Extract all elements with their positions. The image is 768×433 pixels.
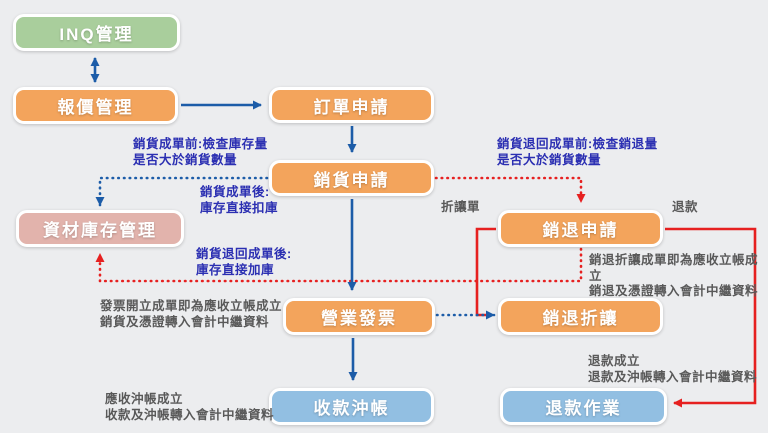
node-sales-application: 銷貨申請: [269, 160, 434, 196]
arrow-sales-to-inventory-dotted: [95, 176, 269, 207]
node-material-inventory: 資材庫存管理: [16, 210, 184, 247]
note-allowance-accounting: 銷退折讓成單即為應收立帳成立 銷退及憑證轉入會計中繼資料: [589, 253, 759, 298]
note-invoice-accounting: 發票開立成單即為應收立帳成立 銷貨及憑證轉入會計中繼資料: [100, 299, 283, 329]
edge-label-allowance-slip: 折讓單: [441, 200, 481, 214]
edge-label-refund: 退款: [672, 200, 699, 214]
note-post-return-add-stock: 銷貨退回成單後: 庫存直接加庫: [196, 247, 292, 277]
node-refund-operation: 退款作業: [500, 388, 667, 425]
node-order-application: 訂單申請: [269, 87, 434, 123]
node-business-invoice: 營業發票: [283, 298, 435, 335]
note-pre-return-check-qty: 銷貨退回成單前:檢查銷退量 是否大於銷貨數量: [497, 137, 658, 167]
arrow-sales-to-salesreturn-dotted: [434, 176, 586, 204]
arrow-salesreturn-to-allowance: [475, 227, 496, 317]
node-salesreturn-application: 銷退申請: [498, 210, 663, 247]
node-receipt-writeoff: 收款沖帳: [269, 388, 434, 425]
note-refund-accounting: 退款成立 退款及沖帳轉入會計中繼資料: [588, 354, 758, 384]
note-receipt-accounting: 應收沖帳成立 收款及沖帳轉入會計中繼資料: [105, 392, 275, 422]
node-salesreturn-allowance: 銷退折讓: [498, 298, 663, 335]
note-pre-sale-check-stock: 銷貨成單前:檢查庫存量 是否大於銷貨數量: [133, 137, 268, 167]
note-post-sale-deduct-stock: 銷貨成單後: 庫存直接扣庫: [200, 185, 279, 215]
node-quote-management: 報價管理: [13, 87, 178, 124]
arrow-salesreturn-to-inventory-dotted: [95, 247, 583, 283]
node-inq-management: INQ管理: [13, 14, 180, 51]
arrow-salesreturn-to-refund: [665, 227, 757, 408]
